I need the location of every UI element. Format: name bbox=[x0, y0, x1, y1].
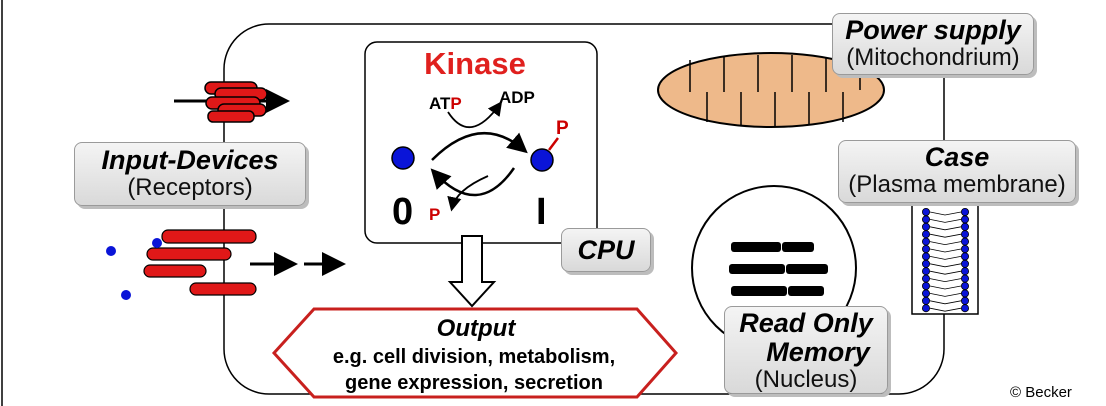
lipid-tail bbox=[929, 300, 962, 305]
lipid-head bbox=[961, 296, 970, 305]
lipid-head bbox=[922, 267, 931, 276]
lipid-head bbox=[922, 215, 931, 224]
lipid-tail bbox=[929, 241, 962, 246]
receptor-top bbox=[174, 81, 290, 123]
molecule-phosphorylated bbox=[530, 148, 554, 172]
lipid-tail bbox=[929, 226, 962, 231]
lipid-head bbox=[922, 244, 931, 253]
cycle-arrow-bottom bbox=[430, 167, 516, 197]
lipid-head bbox=[922, 296, 931, 305]
phosphate-label-bottom: P bbox=[429, 205, 440, 224]
lipid-head bbox=[961, 304, 970, 313]
lipid-head bbox=[922, 222, 931, 231]
lipid-tail bbox=[929, 219, 962, 223]
lipid-head bbox=[961, 289, 970, 298]
lipid-tail bbox=[929, 270, 962, 275]
lipid-tail bbox=[929, 233, 962, 238]
lipid-head bbox=[961, 215, 970, 224]
lipid-head bbox=[961, 237, 970, 246]
phosphate-label-right: P bbox=[556, 118, 569, 139]
input-devices-sub: (Receptors) bbox=[127, 174, 253, 202]
lipid-head bbox=[922, 281, 931, 290]
power-supply-title: Power supply bbox=[845, 15, 1021, 45]
power-supply-box: Power supply (Mitochondrium) bbox=[832, 13, 1034, 75]
lipid-tail bbox=[929, 248, 962, 253]
plasma-membrane-bilayer bbox=[911, 199, 979, 315]
case-sub: (Plasma membrane) bbox=[848, 171, 1066, 199]
lipid-head bbox=[961, 274, 970, 283]
lipid-tail bbox=[929, 307, 962, 312]
lipid-head bbox=[922, 304, 931, 313]
lipid-head bbox=[922, 274, 931, 283]
atp-adp-arrow bbox=[447, 101, 503, 129]
case-title: Case bbox=[924, 142, 990, 172]
state-off-label: 0 bbox=[392, 191, 413, 233]
lipid-tail bbox=[929, 285, 962, 290]
output-hexagon bbox=[271, 307, 679, 399]
lipid-head bbox=[961, 281, 970, 290]
rom-title-line1: Read Only bbox=[739, 308, 873, 338]
power-supply-sub: (Mitochondrium) bbox=[846, 44, 1020, 72]
kinase-title: Kinase bbox=[424, 46, 526, 81]
mitochondrion bbox=[657, 52, 885, 128]
lipid-tail bbox=[929, 256, 962, 260]
lipid-head bbox=[961, 207, 970, 216]
lipid-head bbox=[922, 289, 931, 298]
lipid-head bbox=[922, 230, 931, 239]
lipid-head bbox=[961, 267, 970, 276]
lipid-head bbox=[922, 207, 931, 216]
lipid-head bbox=[922, 259, 931, 268]
lipid-head bbox=[961, 244, 970, 253]
output-line2: gene expression, secretion bbox=[345, 372, 603, 394]
output-title: Output bbox=[437, 315, 517, 342]
lipid-head bbox=[922, 237, 931, 246]
state-on-label: I bbox=[536, 191, 547, 233]
lipid-head bbox=[922, 252, 931, 261]
lipid-head bbox=[961, 252, 970, 261]
copyright-label: © Becker bbox=[1010, 384, 1072, 401]
molecule-unphosphorylated bbox=[391, 146, 415, 170]
case-box: Case (Plasma membrane) bbox=[838, 140, 1076, 203]
receptors-bottom bbox=[106, 229, 346, 300]
lipid-head bbox=[961, 222, 970, 231]
phosphate-bond bbox=[548, 137, 559, 151]
input-devices-title: Input-Devices bbox=[101, 145, 279, 175]
rom-box: Read Only Memory (Nucleus) bbox=[724, 306, 888, 394]
lipid-tail bbox=[929, 293, 962, 297]
cpu-label-box: CPU bbox=[561, 228, 651, 272]
lipid-tail bbox=[929, 211, 962, 216]
rom-sub: (Nucleus) bbox=[754, 366, 858, 394]
input-devices-box: Input-Devices (Receptors) bbox=[74, 142, 306, 206]
adp-label: ADP bbox=[499, 88, 535, 107]
cpu-label: CPU bbox=[577, 235, 635, 265]
output-arrow bbox=[447, 235, 497, 308]
p-release-arrow bbox=[447, 175, 489, 212]
output-line1: e.g. cell division, metabolism, bbox=[333, 346, 615, 368]
cycle-arrow-top bbox=[431, 131, 528, 161]
atp-label: ATP bbox=[429, 94, 462, 113]
rom-title-line2: Memory bbox=[766, 337, 870, 368]
lipid-head bbox=[961, 259, 970, 268]
lipid-head bbox=[961, 230, 970, 239]
lipid-tail bbox=[929, 263, 962, 268]
lipid-tail bbox=[929, 278, 962, 283]
